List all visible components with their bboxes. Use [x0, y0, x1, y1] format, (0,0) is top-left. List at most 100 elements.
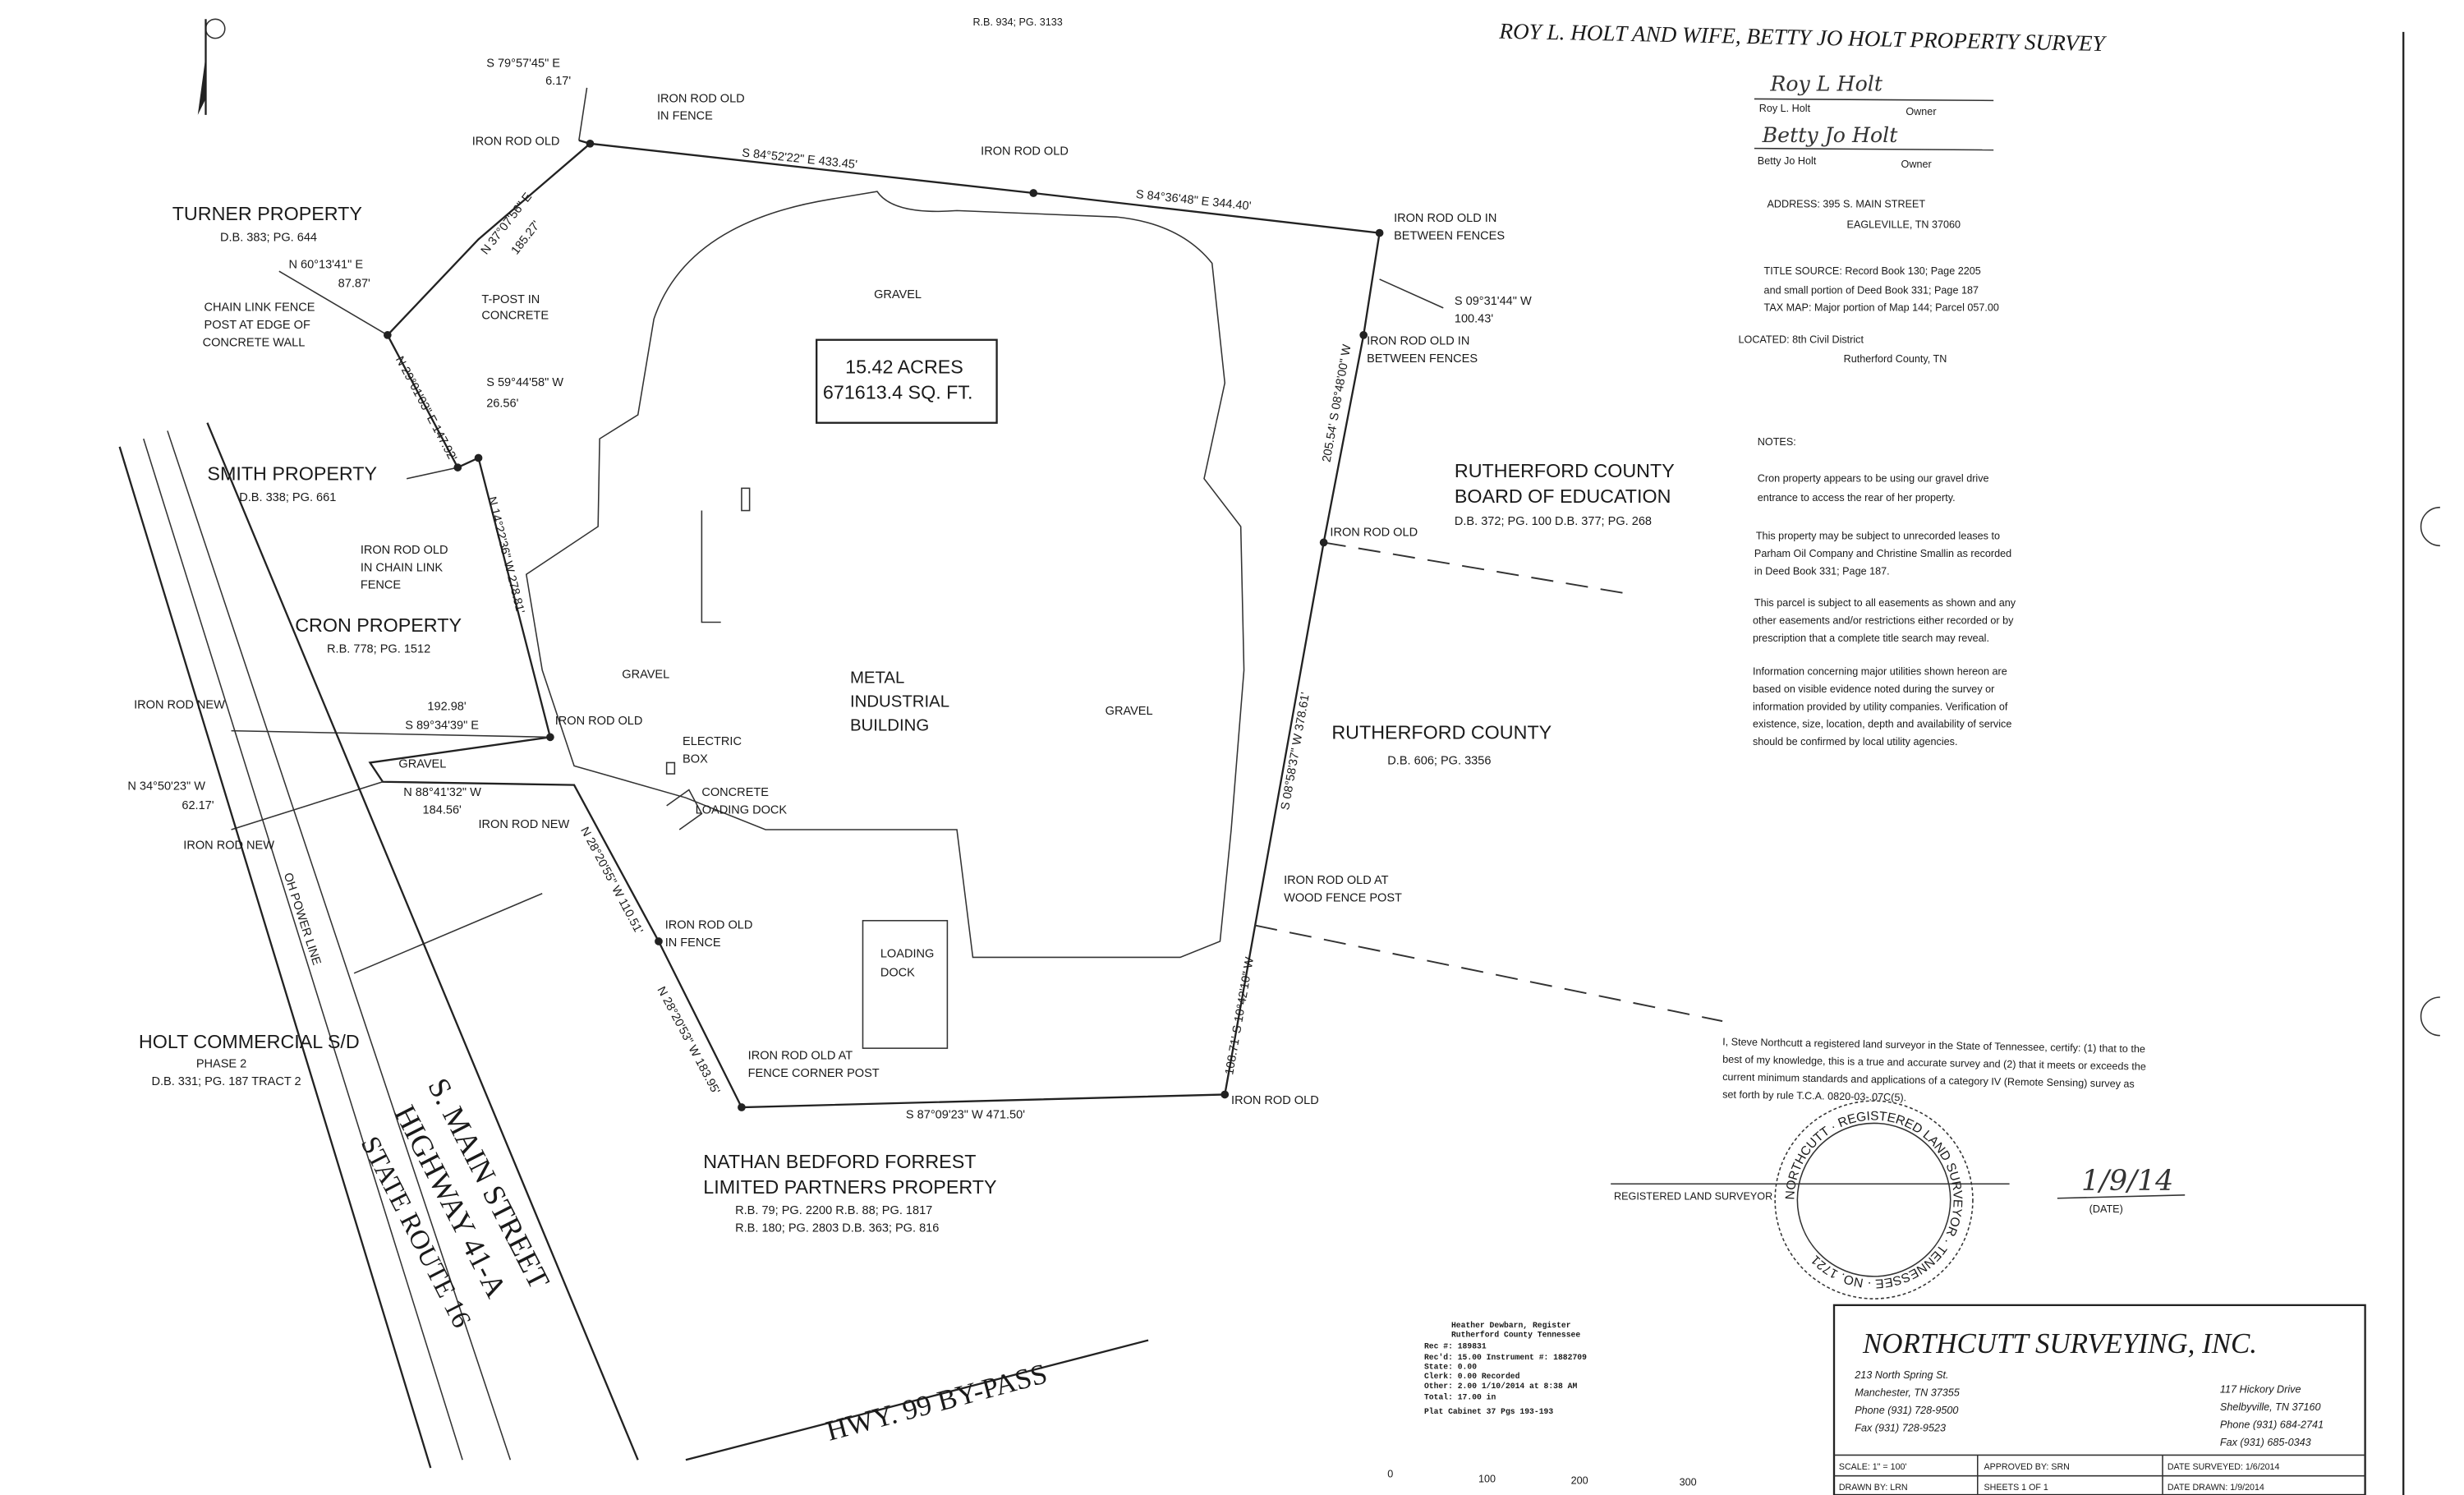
- point-label: IRON ROD OLD: [1231, 1094, 1319, 1107]
- distance-label: 87.87': [338, 278, 370, 291]
- point-label: IRON ROD NEW: [183, 839, 274, 852]
- binder-hole: [2420, 996, 2440, 1037]
- point-label: IRON ROD OLD AT: [748, 1050, 853, 1063]
- recording-line: Total: 17.00 in: [1424, 1392, 1496, 1401]
- title-source: and small portion of Deed Book 331; Page…: [1764, 284, 1979, 296]
- notes-heading: NOTES:: [1758, 436, 1796, 448]
- point-label: BETWEEN FENCES: [1394, 229, 1505, 242]
- point-label: IRON ROD OLD: [555, 715, 643, 728]
- tax-map: TAX MAP: Major portion of Map 144; Parce…: [1764, 302, 1999, 314]
- adjoiner-line: [231, 729, 550, 738]
- adjoiner-name: TURNER PROPERTY: [172, 203, 363, 224]
- point-label: BOX: [683, 752, 708, 766]
- office-address: Manchester, TN 37355: [1855, 1387, 1961, 1399]
- owner-name: Roy L. Holt: [1759, 103, 1811, 114]
- recording-line: Rutherford County Tennessee: [1451, 1331, 1580, 1340]
- address-line: EAGLEVILLE, TN 37060: [1847, 219, 1961, 231]
- adjoiner-ref: R.B. 778; PG. 1512: [327, 642, 430, 656]
- owner-signature: Roy L Holt: [1769, 72, 1882, 96]
- point-label: IRON ROD OLD: [665, 918, 753, 932]
- binder-hole: [2420, 506, 2440, 547]
- note-line: entrance to access the rear of her prope…: [1758, 492, 1956, 504]
- sheets-cell: SHEETS 1 OF 1: [1984, 1483, 2048, 1493]
- adjoiner-name: NATHAN BEDFORD FORREST: [703, 1151, 976, 1172]
- owner-role: Owner: [1901, 159, 1932, 170]
- point-label: IRON ROD OLD: [657, 92, 745, 105]
- office-phone: Phone (931) 728-9500: [1855, 1405, 1958, 1416]
- owner-role: Owner: [1905, 106, 1936, 117]
- date-surveyed-cell: DATE SURVEYED: 1/6/2014: [2167, 1462, 2280, 1472]
- date-label: (DATE): [2089, 1203, 2123, 1215]
- owner-signatures: Roy L Holt Roy L. Holt Owner Betty Jo Ho…: [1754, 72, 1994, 170]
- office-fax: Fax (931) 728-9523: [1855, 1422, 1946, 1433]
- gravel-and-building-outline: [525, 191, 1245, 1049]
- point-label: BETWEEN FENCES: [1367, 352, 1478, 366]
- bearing-label: N 60°13'41" E: [288, 258, 363, 271]
- recording-line: Plat Cabinet 37 Pgs 193-193: [1424, 1407, 1553, 1416]
- point-label: WOOD FENCE POST: [1284, 891, 1402, 904]
- drawn-by-cell: DRAWN BY: LRN: [1839, 1483, 1908, 1493]
- point-label: T-POST IN: [481, 293, 540, 306]
- office-address: 213 North Spring St.: [1854, 1369, 1948, 1381]
- date-drawn-cell: DATE DRAWN: 1/9/2014: [2167, 1483, 2264, 1493]
- point-label: LOADING: [880, 947, 934, 960]
- note-line: Information concerning major utilities s…: [1753, 666, 2007, 678]
- point-label: IRON ROD NEW: [479, 818, 570, 831]
- point-label: IRON ROD NEW: [134, 698, 225, 711]
- recording-line: Rec'd: 15.00 Instrument #: 1882709: [1424, 1353, 1587, 1362]
- bearing-label: S 79°57'45" E: [486, 58, 560, 71]
- note-line: This property may be subject to unrecord…: [1756, 531, 2000, 542]
- loading-dock: [862, 919, 949, 1049]
- area-sqft: 671613.4 SQ. FT.: [823, 382, 973, 403]
- title-source: TITLE SOURCE: Record Book 130; Page 2205: [1764, 265, 1981, 277]
- located: LOCATED: 8th Civil District: [1739, 334, 1864, 346]
- leader-line: [353, 893, 543, 974]
- area-box: [816, 338, 998, 424]
- certificate-line: set forth by rule T.C.A. 0820-03-.07C(5)…: [1722, 1088, 1906, 1103]
- point-label: IRON ROD OLD: [472, 136, 560, 149]
- bearing-label: S 59°44'58" W: [486, 376, 563, 389]
- scale-bar-label: 200: [1571, 1474, 1588, 1486]
- point-label: CONCRETE: [701, 786, 769, 799]
- scale-cell: SCALE: 1" = 100': [1839, 1462, 1907, 1472]
- distance-label: 100.43': [1455, 312, 1493, 325]
- point-label: IRON ROD OLD: [361, 544, 448, 557]
- note-line: existence, size, location, depth and ava…: [1753, 719, 2011, 730]
- recording-line: Clerk: 0.00 Recorded: [1424, 1372, 1520, 1381]
- building-label: METAL: [850, 669, 904, 687]
- adjoiner-line: [278, 270, 388, 336]
- point-label: IN CHAIN LINK: [361, 561, 444, 574]
- located: Rutherford County, TN: [1844, 353, 1947, 365]
- adjoiner-line: [231, 781, 384, 830]
- scale-bar-label: 100: [1478, 1473, 1496, 1484]
- office-phone: Phone (931) 684-2741: [2220, 1419, 2324, 1430]
- note-line: in Deed Book 331; Page 187.: [1754, 565, 1890, 577]
- office-address: Shelbyville, TN 37160: [2220, 1401, 2321, 1413]
- point-label: FENCE: [361, 579, 402, 592]
- point-label: IN FENCE: [657, 110, 713, 123]
- adjoiner-ref: R.B. 79; PG. 2200 R.B. 88; PG. 1817: [735, 1204, 932, 1217]
- point-label: DOCK: [880, 967, 915, 980]
- scale-bar-label: 300: [1680, 1476, 1697, 1488]
- point-label: POST AT EDGE OF: [205, 319, 310, 332]
- note-line: based on visible evidence noted during t…: [1753, 683, 1994, 695]
- adjoiner-ref: PHASE 2: [196, 1057, 246, 1070]
- recording-line: Rec #: 189831: [1424, 1341, 1487, 1350]
- electric-box: [665, 761, 676, 775]
- distance-label: 26.56': [486, 397, 518, 410]
- building-label: BUILDING: [850, 717, 929, 735]
- point-label: ELECTRIC: [683, 735, 742, 748]
- fence-line: [1323, 541, 1627, 595]
- recording-stamp: Heather Dewbarn, Register Rutherford Cou…: [1424, 1321, 1587, 1416]
- point-label: IRON ROD OLD IN: [1367, 335, 1469, 348]
- bearing-label: S 89°34'39" E: [405, 720, 479, 733]
- point-label: IN FENCE: [665, 936, 721, 950]
- area-acres: 15.42 ACRES: [845, 356, 963, 378]
- scale-bar-label: 0: [1387, 1469, 1393, 1480]
- note-line: other easements and/or restrictions eith…: [1753, 614, 2014, 626]
- bearing-label: N 34°50'23" W: [127, 780, 205, 793]
- adjoiner-name: SMITH PROPERTY: [207, 463, 377, 485]
- note-line: prescription that a complete title searc…: [1753, 632, 1989, 644]
- note-line: should be confirmed by local utility age…: [1753, 736, 1957, 748]
- adjoiner-name: CRON PROPERTY: [295, 614, 462, 636]
